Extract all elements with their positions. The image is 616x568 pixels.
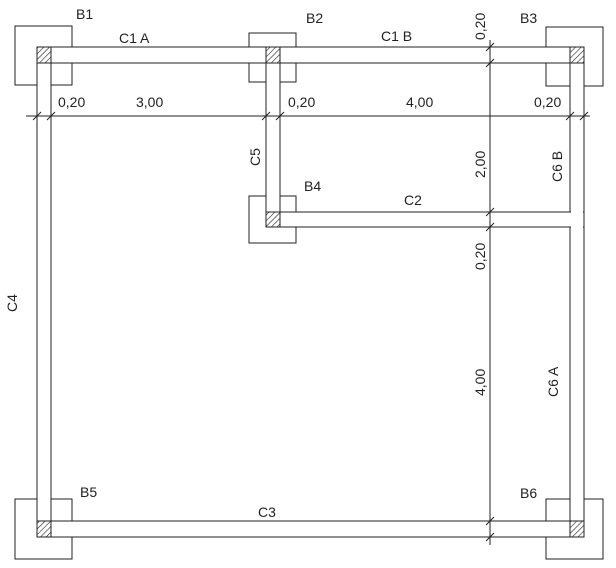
dim-v-0: 0,20 <box>472 13 488 40</box>
h-tick-3 <box>261 111 271 121</box>
label-c5: C5 <box>247 148 263 166</box>
dim-h-0: 0,20 <box>58 94 85 110</box>
v-tick-1 <box>485 42 495 52</box>
joint-c5-inner <box>267 48 279 226</box>
h-tick-6 <box>579 111 589 121</box>
v-tick-4 <box>485 222 495 232</box>
dim-h-4: 0,20 <box>534 94 561 110</box>
dim-v-1: 2,00 <box>472 151 488 178</box>
dimension-values: 0,20 3,00 0,20 4,00 0,20 0,20 2,00 0,20 … <box>58 13 561 396</box>
label-b6: B6 <box>520 485 537 501</box>
label-c3: C3 <box>258 504 276 520</box>
label-c1b: C1 B <box>381 28 412 44</box>
column-b1 <box>36 46 52 64</box>
footing-labels: B1 B2 B3 B4 B5 B6 <box>76 6 537 501</box>
h-tick-4 <box>275 111 285 121</box>
v-tick-6 <box>485 532 495 542</box>
label-c4: C4 <box>4 294 20 312</box>
v-tick-2 <box>485 58 495 68</box>
joint-c3-inner <box>38 522 583 536</box>
label-c6a: C6 A <box>545 366 561 397</box>
label-b2: B2 <box>306 10 323 26</box>
label-b4: B4 <box>304 178 321 194</box>
label-b3: B3 <box>520 10 537 26</box>
h-tick-2 <box>46 111 56 121</box>
h-tick-1 <box>32 111 42 121</box>
joint-c2-inner <box>267 213 583 226</box>
column-b4 <box>265 211 281 228</box>
dimension-lines <box>26 40 590 545</box>
column-b3 <box>569 46 585 64</box>
dim-h-1: 3,00 <box>136 94 163 110</box>
label-b5: B5 <box>80 484 97 500</box>
dim-v-2: 0,20 <box>472 243 488 270</box>
h-tick-5 <box>565 111 575 121</box>
label-b1: B1 <box>76 6 93 22</box>
label-c2: C2 <box>404 192 422 208</box>
dim-v-3: 4,00 <box>472 369 488 396</box>
label-c1a: C1 A <box>119 30 150 46</box>
beams <box>36 46 585 538</box>
v-tick-5 <box>485 516 495 526</box>
joint-c1-inner <box>38 48 583 62</box>
columns <box>36 46 585 538</box>
column-b2 <box>265 46 281 64</box>
v-tick-3 <box>485 207 495 217</box>
dim-h-2: 0,20 <box>288 94 315 110</box>
beam-labels: C1 A C1 B C2 C3 C4 C5 C6 A C6 B <box>4 28 565 520</box>
joint-c4-inner <box>38 48 50 536</box>
joint-c6-inner <box>571 48 583 536</box>
dim-h-3: 4,00 <box>406 94 433 110</box>
column-b5 <box>36 520 52 538</box>
label-c6b: C6 B <box>549 151 565 182</box>
column-b6 <box>569 520 585 538</box>
